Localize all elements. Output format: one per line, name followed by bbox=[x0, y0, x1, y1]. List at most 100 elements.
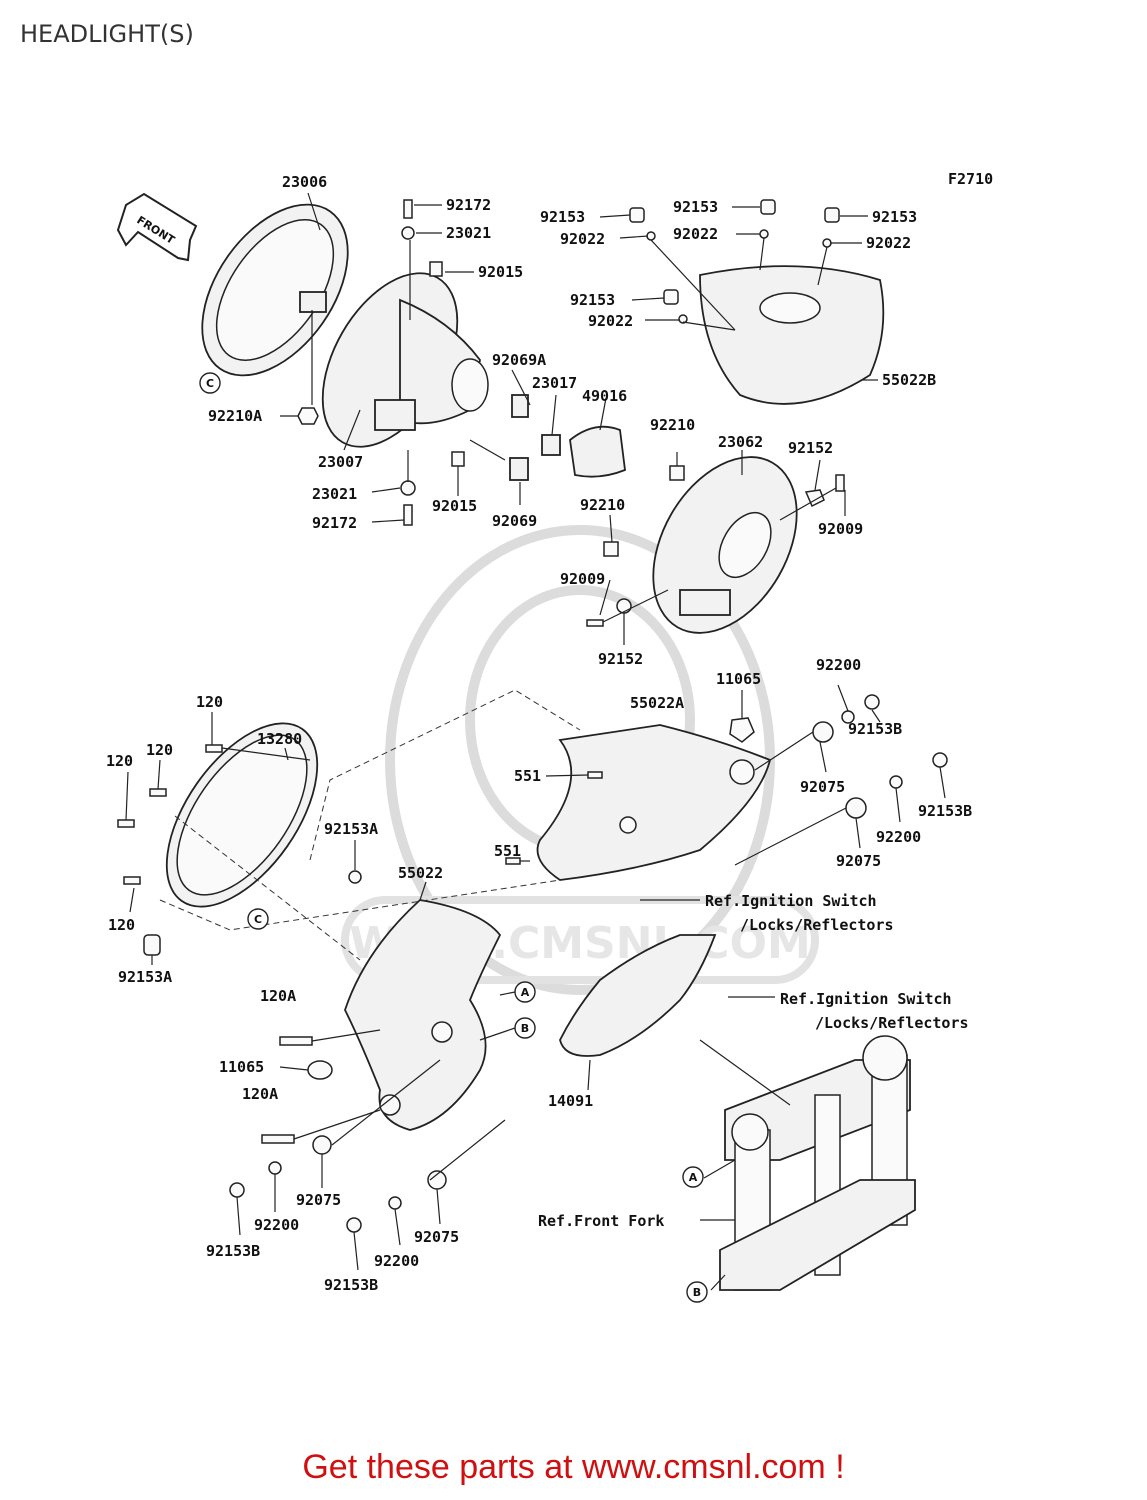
part-label: 92009 bbox=[818, 520, 863, 538]
part-label: 120 bbox=[146, 741, 173, 759]
part-label: 92075 bbox=[296, 1191, 341, 1209]
part-label: 120 bbox=[106, 752, 133, 770]
part-label: 11065 bbox=[716, 670, 761, 688]
part-label: 92153B bbox=[206, 1242, 260, 1260]
part-label: 92022 bbox=[560, 230, 605, 248]
part-label: 92153 bbox=[540, 208, 585, 226]
part-label: 92022 bbox=[866, 234, 911, 252]
screw-92153B-upper bbox=[864, 694, 880, 710]
svg-text:B: B bbox=[693, 1286, 701, 1299]
part-label: 120 bbox=[196, 693, 223, 711]
screw-92153B-left bbox=[229, 1182, 245, 1198]
svg-text:A: A bbox=[521, 986, 530, 999]
headlight-unit bbox=[321, 272, 489, 448]
part-label: 55022B bbox=[882, 371, 936, 389]
part-label: 92069 bbox=[492, 512, 537, 530]
nut-92015-bottom bbox=[451, 451, 465, 467]
bolt-92172-bottom bbox=[403, 504, 413, 526]
part-label: 23021 bbox=[446, 224, 491, 242]
socket-23017 bbox=[541, 434, 561, 456]
collar-23021-top bbox=[401, 226, 415, 240]
part-label: 92009 bbox=[560, 570, 605, 588]
part-label: 92200 bbox=[816, 656, 861, 674]
collar-92075-lower bbox=[845, 797, 867, 819]
collar-23021-bottom bbox=[400, 480, 416, 496]
part-label: 11065 bbox=[219, 1058, 264, 1076]
grommet-11065-top bbox=[729, 717, 755, 743]
svg-text:A: A bbox=[689, 1171, 698, 1184]
bolt-92009-upper bbox=[835, 474, 845, 492]
clip-92210-upper bbox=[669, 465, 685, 481]
front-arrow-icon: FRONT bbox=[116, 192, 198, 262]
callout-a-fork: A bbox=[682, 1166, 704, 1188]
part-label: 23062 bbox=[718, 433, 763, 451]
bracket-55022A bbox=[536, 724, 772, 881]
part-label: 551 bbox=[494, 842, 521, 860]
part-label: 92153B bbox=[918, 802, 972, 820]
part-label: 92015 bbox=[478, 263, 523, 281]
part-labels: 23006 92172 23021 92015 92069A 23017 490… bbox=[106, 173, 972, 1294]
ref-front-fork: Ref.Front Fork bbox=[538, 1212, 664, 1230]
part-label: 120A bbox=[260, 987, 296, 1005]
headlight-housing-23062 bbox=[652, 456, 798, 634]
washer-92200-bottom bbox=[388, 1196, 402, 1210]
bolt-120A-upper bbox=[279, 1036, 313, 1046]
screw-92153A-left bbox=[143, 934, 161, 956]
front-fork bbox=[719, 1035, 916, 1291]
bolt-92009-lower bbox=[586, 619, 604, 627]
grommet-92152-lower bbox=[616, 598, 632, 614]
part-label: 92172 bbox=[312, 514, 357, 532]
part-label: 92015 bbox=[432, 497, 477, 515]
footer-link[interactable]: Get these parts at www.cmsnl.com ! bbox=[302, 1448, 845, 1486]
part-label: 92200 bbox=[374, 1252, 419, 1270]
part-label: 92152 bbox=[788, 439, 833, 457]
part-label: 92153A bbox=[118, 968, 172, 986]
part-label: 92153 bbox=[570, 291, 615, 309]
screw-92153B-bottom bbox=[346, 1217, 362, 1233]
svg-text:C: C bbox=[206, 377, 214, 390]
part-label: 120A bbox=[242, 1085, 278, 1103]
washer-92200-lower bbox=[889, 775, 903, 789]
part-label: 49016 bbox=[582, 387, 627, 405]
collar-92075-upper bbox=[812, 721, 834, 743]
ref-ignition-2-line2: /Locks/Reflectors bbox=[815, 1014, 969, 1032]
nut-92210A bbox=[297, 407, 319, 425]
part-label: 92022 bbox=[673, 225, 718, 243]
svg-text:C: C bbox=[254, 913, 262, 926]
part-label: 92075 bbox=[414, 1228, 459, 1246]
part-label: 551 bbox=[514, 767, 541, 785]
bolt-120A-lower bbox=[261, 1134, 295, 1144]
part-label: 92022 bbox=[588, 312, 633, 330]
ref-ignition-1-line1: Ref.Ignition Switch bbox=[705, 892, 877, 910]
bracket-55022 bbox=[344, 899, 502, 1131]
svg-text:B: B bbox=[521, 1022, 529, 1035]
page-title: HEADLIGHT(S) bbox=[20, 20, 194, 48]
washer-92200-left bbox=[268, 1161, 282, 1175]
grommet-11065-lower bbox=[307, 1060, 333, 1080]
screw-92153A-right bbox=[348, 870, 362, 884]
bulb-92069 bbox=[509, 457, 529, 481]
part-label: 92075 bbox=[800, 778, 845, 796]
dashed-guides bbox=[159, 689, 581, 961]
part-label: 92153 bbox=[872, 208, 917, 226]
part-label: 92075 bbox=[836, 852, 881, 870]
callout-b-fork: B bbox=[686, 1281, 708, 1303]
bulb-92069A bbox=[511, 394, 529, 418]
part-label: 92152 bbox=[598, 650, 643, 668]
part-label: 92153B bbox=[324, 1276, 378, 1294]
part-label: 23021 bbox=[312, 485, 357, 503]
screw-92153B-right bbox=[932, 752, 948, 768]
part-label: 92210 bbox=[650, 416, 695, 434]
part-label: 92153 bbox=[673, 198, 718, 216]
part-label: 92172 bbox=[446, 196, 491, 214]
cap-49016 bbox=[569, 425, 626, 478]
leader-lines bbox=[125, 192, 946, 1291]
part-label: 120 bbox=[108, 916, 135, 934]
part-label: 92200 bbox=[254, 1216, 299, 1234]
part-label: 92210 bbox=[580, 496, 625, 514]
parts-diagram: WWW.CMSNL.COM FRONT F2710 bbox=[106, 170, 993, 1303]
clip-92210-lower bbox=[603, 541, 619, 557]
figure-code: F2710 bbox=[948, 170, 993, 188]
callout-c-top: C bbox=[199, 372, 221, 394]
part-label: 23017 bbox=[532, 374, 577, 392]
